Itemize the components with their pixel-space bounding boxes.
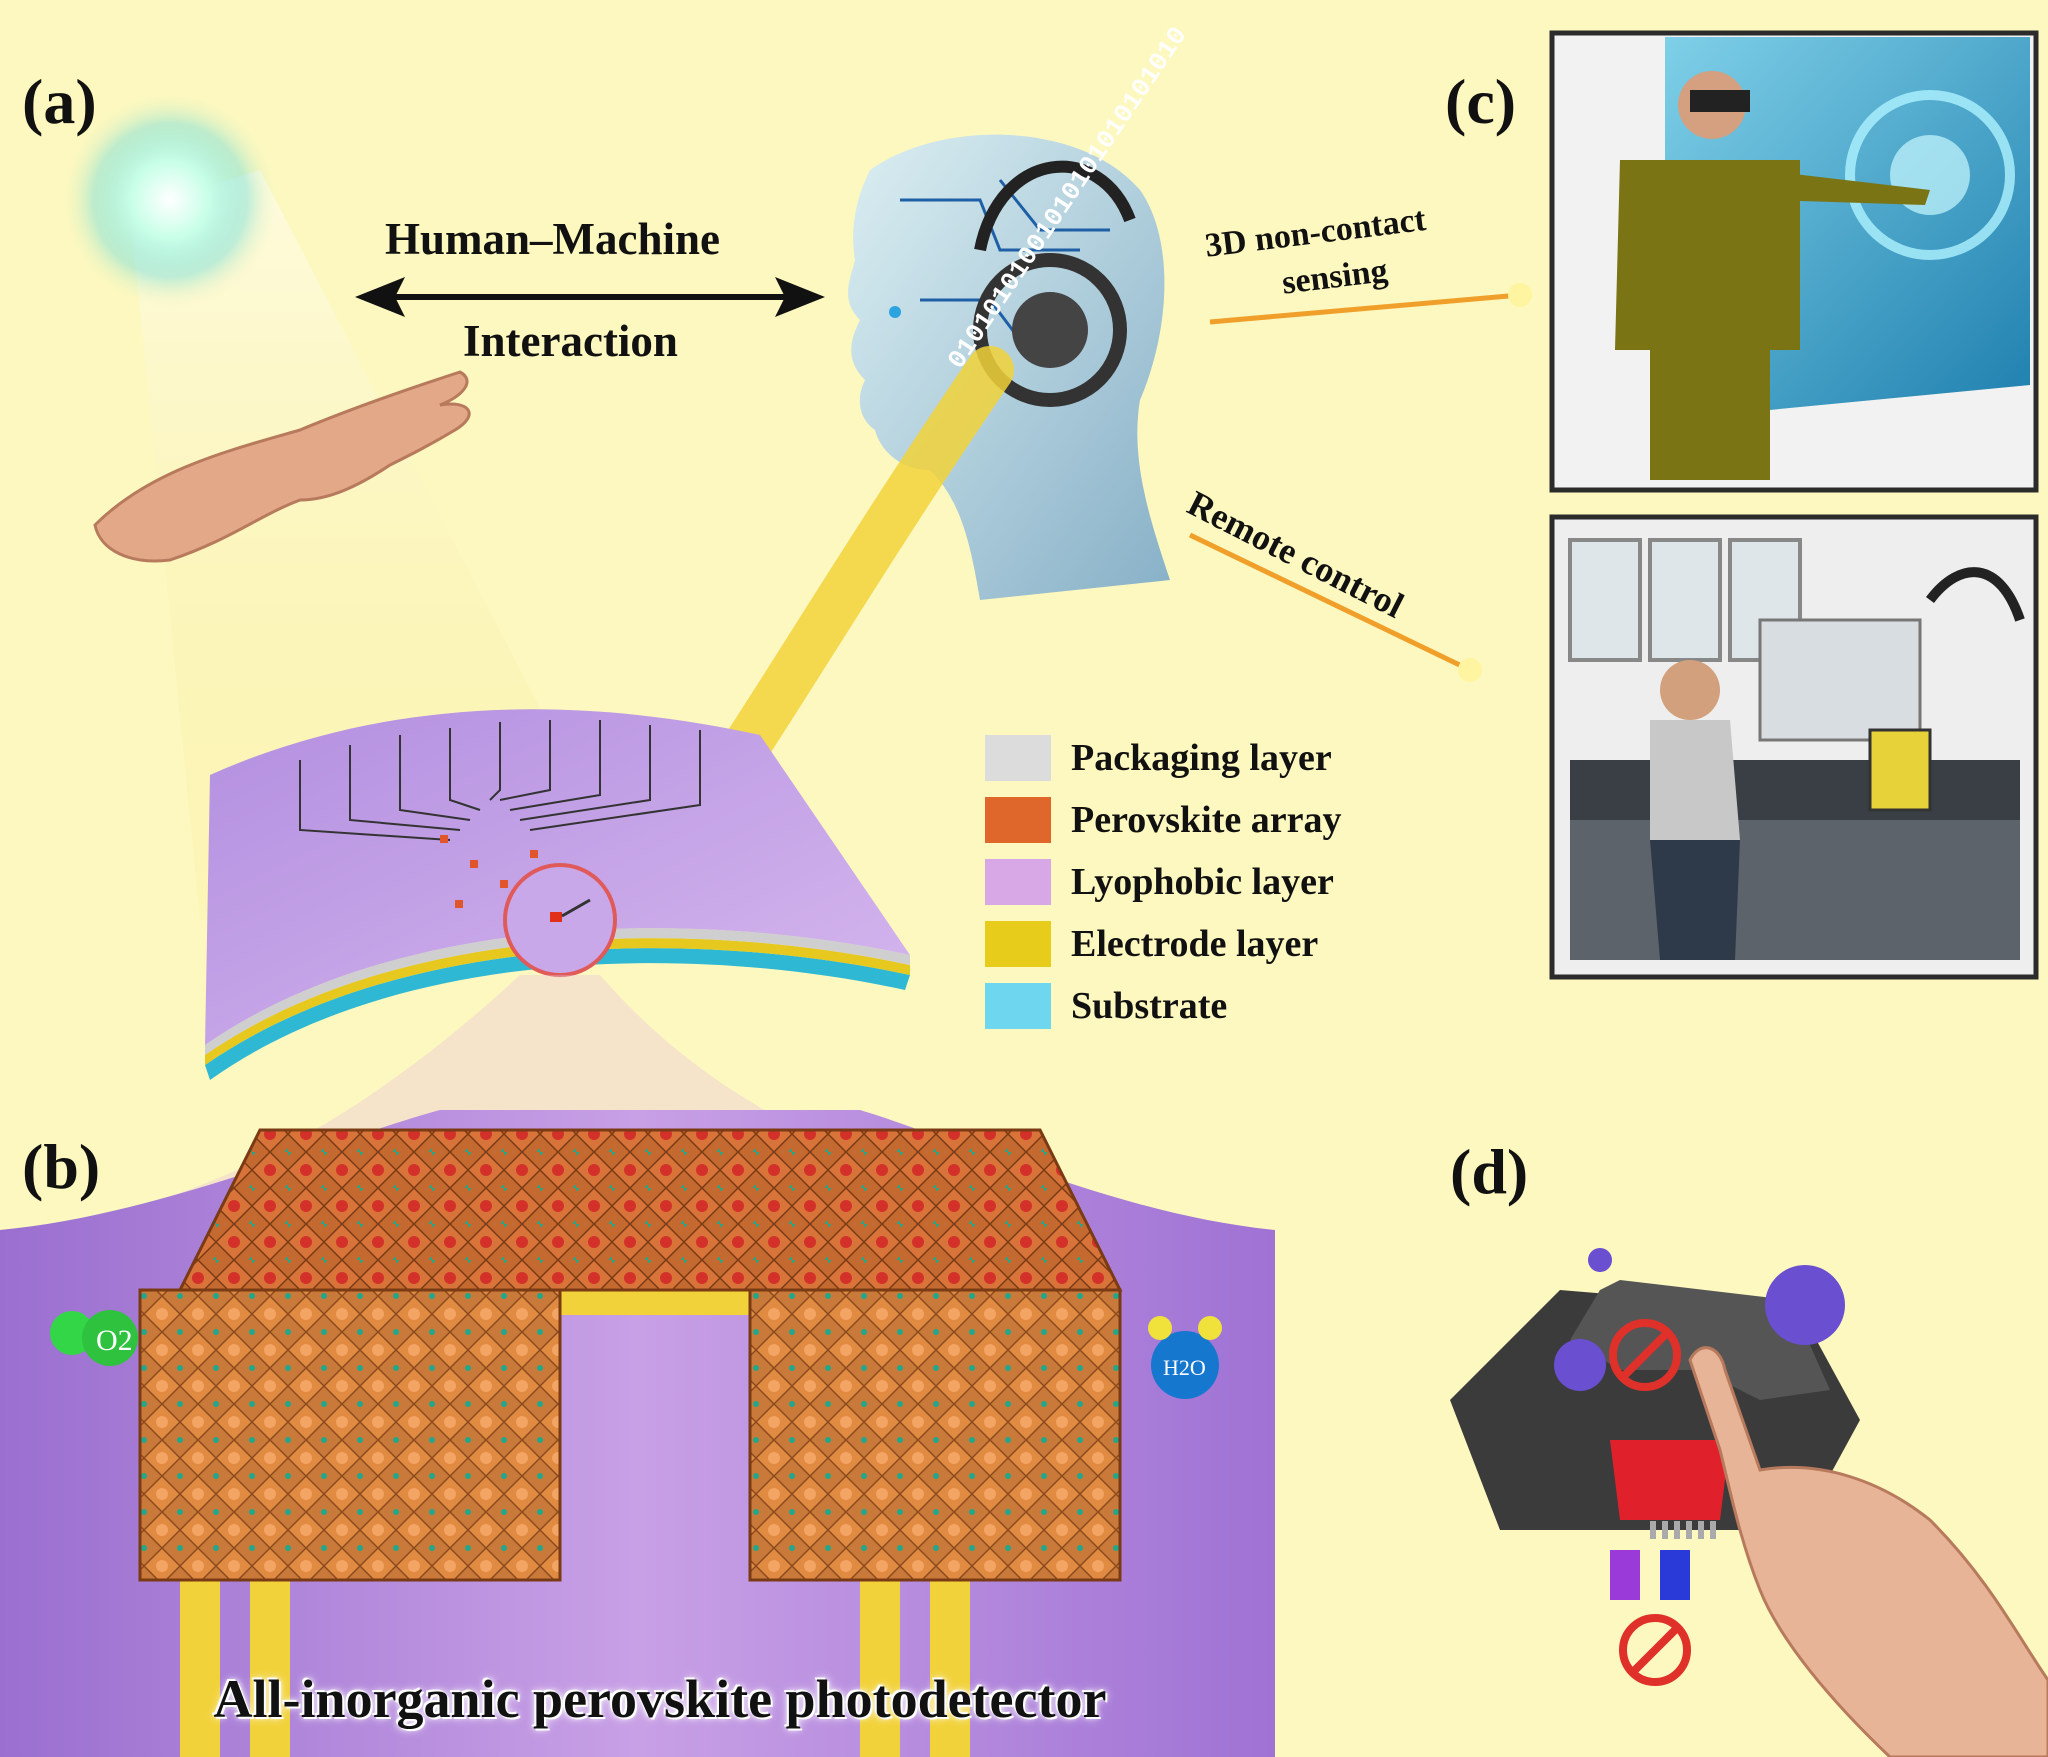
panel-label-c: (c): [1445, 66, 1517, 137]
legend-label: Packaging layer: [1071, 737, 1332, 779]
remote-arrow: [1188, 532, 1482, 682]
legend-label: Substrate: [1071, 985, 1228, 1027]
hmi-line2: Interaction: [463, 316, 678, 366]
legend-swatch: [985, 797, 1051, 843]
panel-label-b: (b): [22, 1131, 101, 1202]
vr-scene: [1549, 30, 2039, 493]
sensing-arrow: [1209, 283, 1532, 325]
legend-label: Lyophobic layer: [1071, 861, 1334, 903]
panel-label-a: (a): [22, 66, 97, 137]
legend-item: Packaging layer: [985, 727, 1405, 789]
hand-illustration: [93, 370, 471, 563]
o2-label: O2: [96, 1324, 133, 1357]
hmi-line1: Human–Machine: [385, 214, 721, 264]
legend-swatch: [985, 859, 1051, 905]
keyboard-key-scene: [1450, 1248, 2048, 1757]
legend-label: Electrode layer: [1071, 923, 1319, 965]
hmi-arrow: [355, 277, 825, 317]
legend-item: Electrode layer: [985, 913, 1405, 975]
legend-item: Perovskite array: [985, 789, 1405, 851]
legend-swatch: [985, 735, 1051, 781]
legend-item: Substrate: [985, 975, 1405, 1037]
layer-legend: Packaging layer Perovskite array Lyophob…: [985, 727, 1405, 1037]
factory-scene: [1549, 514, 2039, 980]
panel-label-d: (d): [1450, 1136, 1529, 1207]
h2o-label: H2O: [1163, 1355, 1206, 1380]
perovskite-lattice-panel: [0, 1110, 1275, 1757]
legend-item: Lyophobic layer: [985, 851, 1405, 913]
device-caption: All-inorganic perovskite photodetector: [213, 1669, 1107, 1729]
legend-swatch: [985, 983, 1051, 1029]
legend-label: Perovskite array: [1071, 799, 1342, 841]
legend-swatch: [985, 921, 1051, 967]
flexible-device: [205, 709, 910, 1080]
